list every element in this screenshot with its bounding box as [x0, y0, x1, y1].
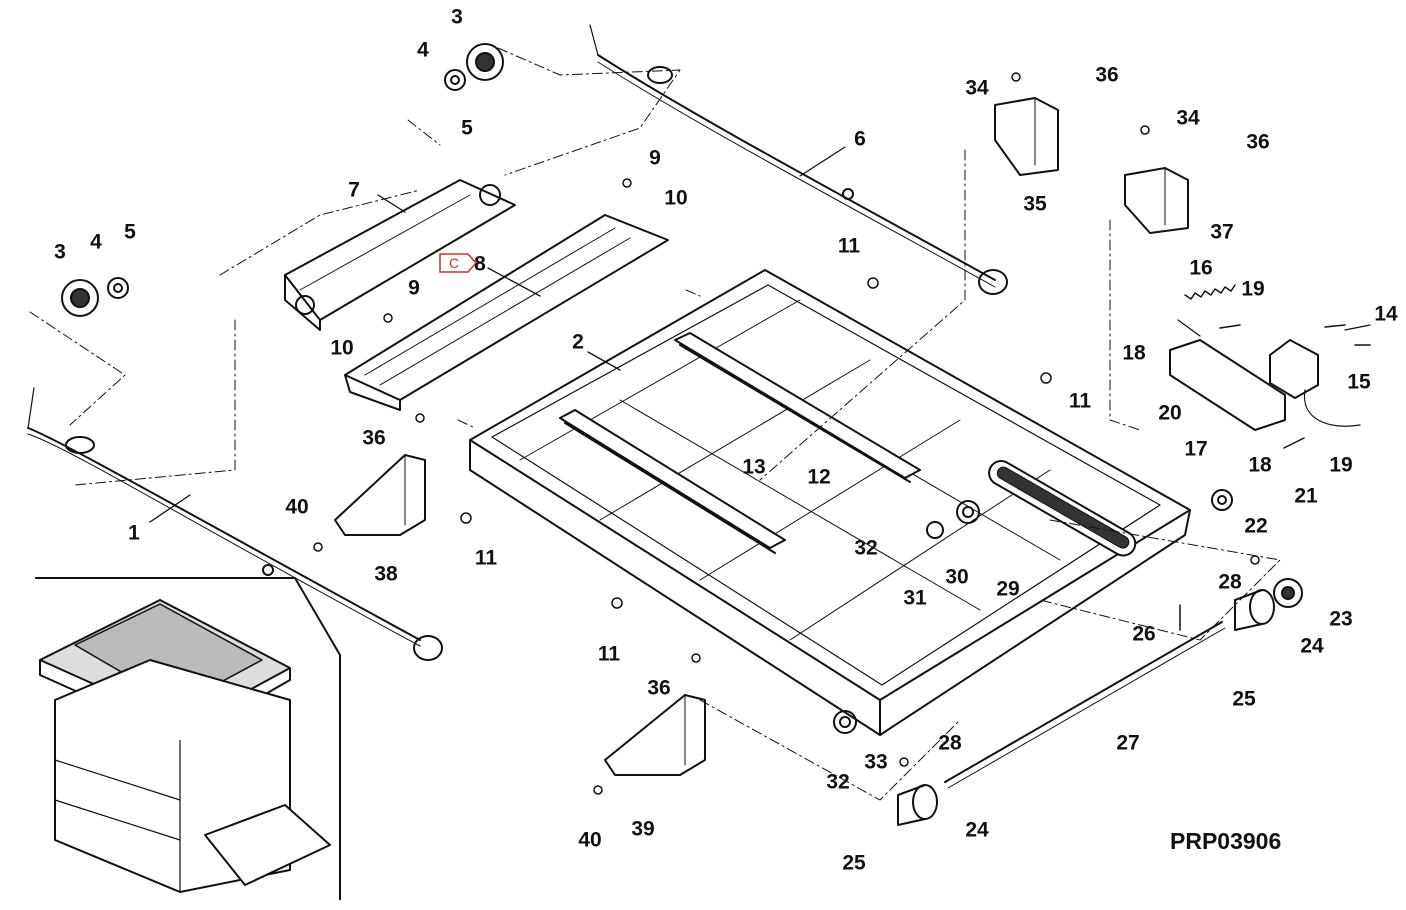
callout-36: 36: [1246, 130, 1270, 154]
callout-39: 39: [631, 817, 655, 841]
pulley-4-left: [107, 277, 129, 299]
callout-11: 11: [474, 546, 498, 570]
callout-38: 38: [374, 562, 398, 586]
gear-33: [833, 710, 857, 734]
rail-13: [559, 409, 786, 554]
callout-36: 36: [362, 426, 386, 450]
callout-6: 6: [854, 127, 866, 151]
leader-lines: [149, 146, 1371, 523]
bracket-39: [604, 694, 706, 776]
callout-30: 30: [945, 565, 969, 589]
callout-14: 14: [1374, 302, 1398, 326]
guide-35: [994, 97, 1059, 176]
shaft-27: [944, 621, 1226, 789]
callout-34: 34: [965, 76, 989, 100]
callout-23: 23: [1329, 607, 1353, 631]
callout-11: 11: [1068, 389, 1092, 413]
callout-7: 7: [348, 178, 360, 202]
callout-18: 18: [1122, 341, 1146, 365]
gear-31: [926, 521, 944, 539]
wire-cable-6: [589, 24, 1008, 295]
callout-9: 9: [408, 276, 420, 300]
pulley-holder-24-bottom: [897, 784, 938, 826]
callout-31: 31: [903, 586, 927, 610]
callout-16: 16: [1189, 256, 1213, 280]
caution-mark-frame: [439, 253, 478, 273]
callout-36: 36: [647, 676, 671, 700]
callout-10: 10: [664, 186, 688, 210]
caution-mark-text: C: [449, 255, 460, 271]
callout-10: 10: [330, 336, 354, 360]
callout-24: 24: [965, 818, 989, 842]
gear-3-top: [466, 43, 504, 81]
spring-16: [1184, 284, 1236, 300]
callout-26: 26: [1132, 622, 1156, 646]
callout-35: 35: [1023, 192, 1047, 216]
callout-2: 2: [572, 330, 584, 354]
screws: [313, 72, 1371, 795]
callout-22: 22: [1244, 514, 1268, 538]
callout-24: 24: [1300, 634, 1324, 658]
callout-36: 36: [1095, 63, 1119, 87]
callout-11: 11: [837, 234, 861, 258]
callout-8: 8: [474, 252, 486, 276]
copier-inset: [35, 577, 341, 900]
callout-9: 9: [649, 146, 661, 170]
callout-3: 3: [451, 5, 463, 29]
wire-cable-1: [27, 387, 443, 661]
callout-21: 21: [1294, 484, 1318, 508]
callout-12: 12: [807, 465, 831, 489]
callout-5: 5: [124, 220, 136, 244]
callout-18: 18: [1248, 453, 1272, 477]
gear-23: [1273, 578, 1303, 608]
callout-40: 40: [578, 828, 602, 852]
callout-20: 20: [1158, 401, 1182, 425]
callout-33: 33: [864, 750, 888, 774]
assembly-lines: [29, 47, 1281, 801]
mirror-unit-7: [284, 179, 516, 331]
guide-37: [1124, 167, 1189, 234]
callout-27: 27: [1116, 731, 1140, 755]
motor-15: [1269, 339, 1361, 427]
callout-34: 34: [1176, 106, 1200, 130]
callout-3: 3: [54, 240, 66, 264]
gear-30: [956, 500, 980, 524]
callout-28: 28: [1218, 570, 1242, 594]
scanner-unit-8: [344, 214, 669, 411]
callout-40: 40: [285, 495, 309, 519]
gear-3-left: [61, 279, 99, 317]
callout-29: 29: [996, 577, 1020, 601]
callout-1: 1: [128, 521, 140, 545]
callout-19: 19: [1241, 277, 1265, 301]
pulley-holder-24-right: [1234, 589, 1275, 631]
callout-17: 17: [1184, 437, 1208, 461]
callout-15: 15: [1347, 370, 1371, 394]
callout-25: 25: [1232, 687, 1256, 711]
bracket-38: [334, 454, 426, 536]
gear-22: [1211, 489, 1233, 511]
callout-11: 11: [597, 642, 621, 666]
callout-32: 32: [826, 770, 850, 794]
callout-5: 5: [461, 116, 473, 140]
callout-25: 25: [842, 851, 866, 875]
document-id: PRP03906: [1170, 828, 1282, 854]
motor-bracket-17: [1169, 339, 1286, 431]
callout-19: 19: [1329, 453, 1353, 477]
callout-4: 4: [90, 230, 102, 254]
rail-12: [674, 332, 921, 483]
callout-4: 4: [417, 38, 429, 62]
pulley-4-top: [444, 69, 466, 91]
callout-13: 13: [742, 455, 766, 479]
callout-32: 32: [854, 536, 878, 560]
callout-37: 37: [1210, 220, 1234, 244]
callout-28: 28: [938, 731, 962, 755]
